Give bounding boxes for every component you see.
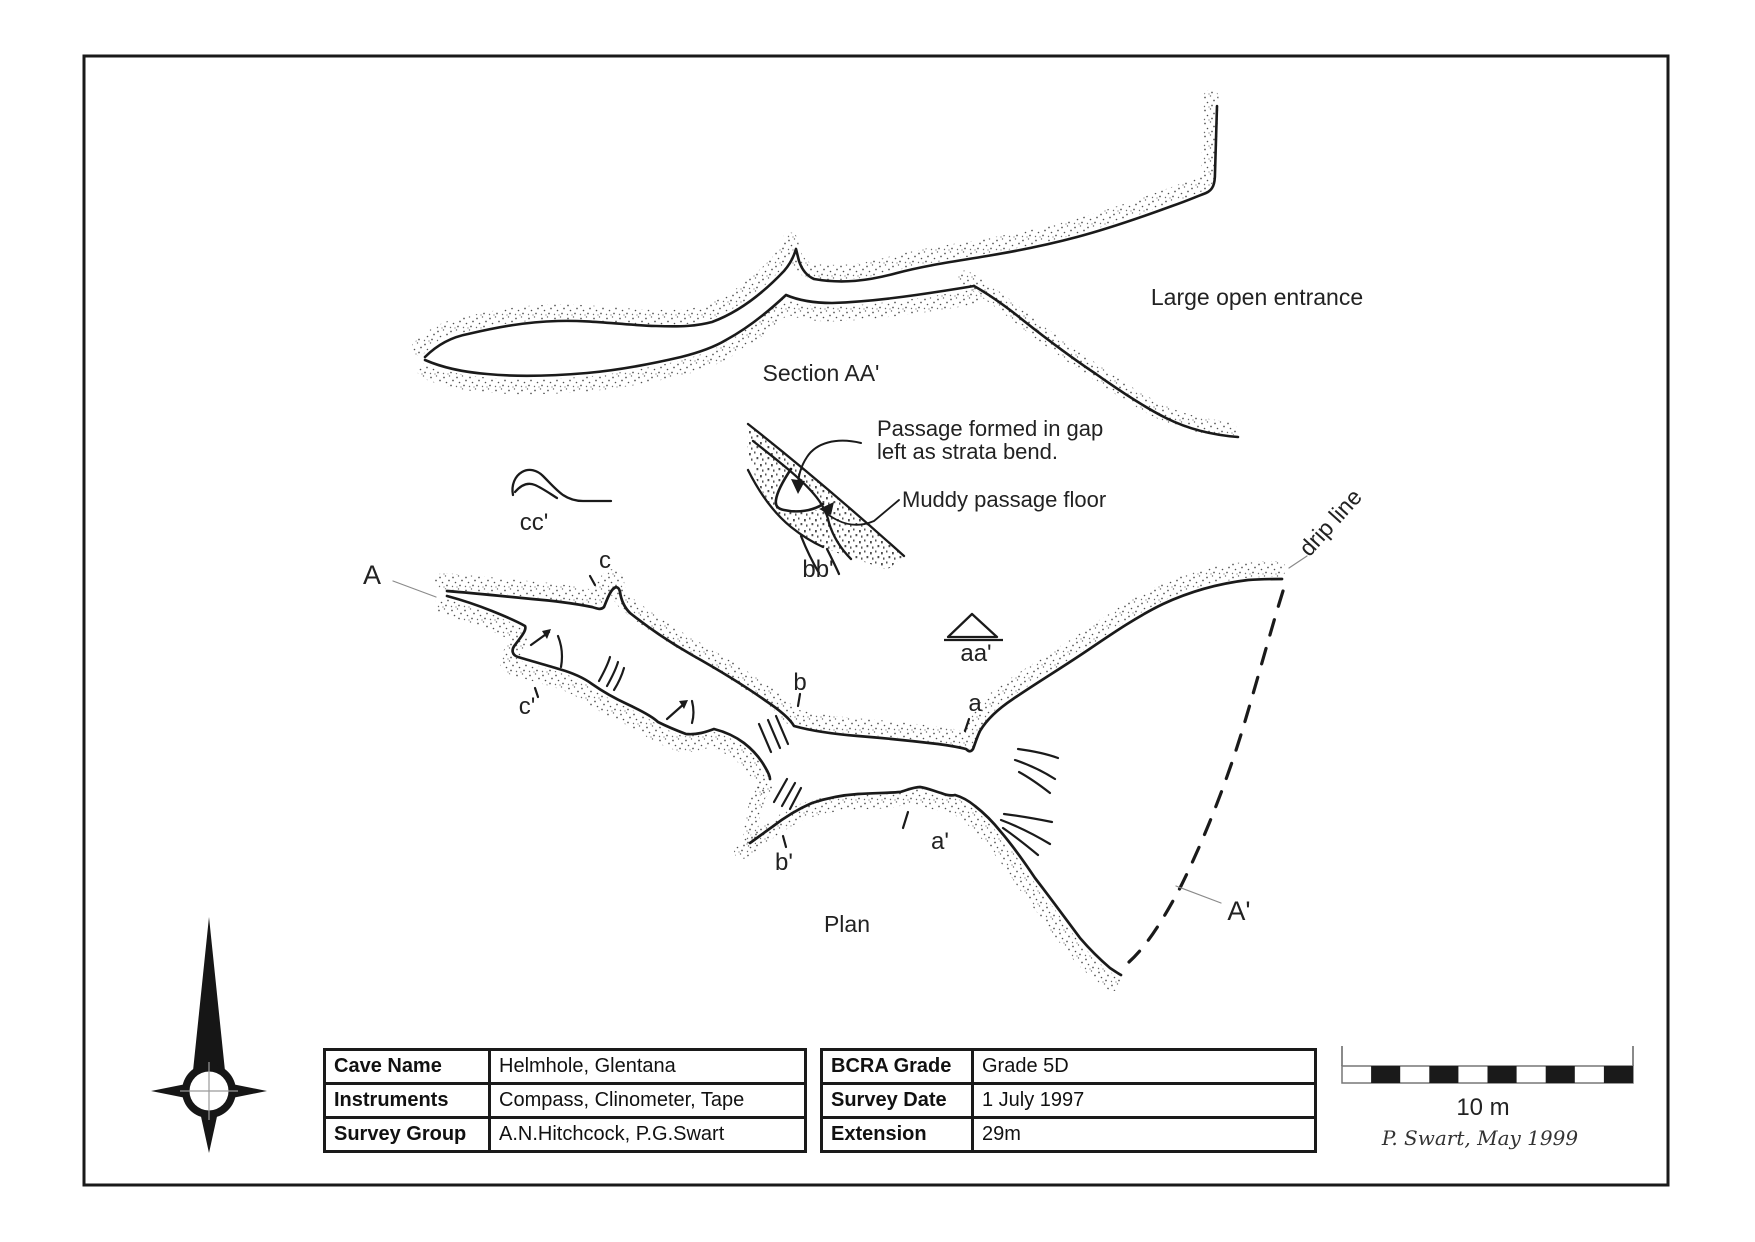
station-b-label: b xyxy=(793,669,806,696)
xsec-bb-label: bb' xyxy=(802,556,833,583)
instruments-label: Instruments xyxy=(323,1082,491,1119)
section-title: Section AA' xyxy=(763,360,880,386)
drip-line-label: drip line xyxy=(1294,484,1367,561)
north-arrow-spike-north xyxy=(193,917,225,1071)
xsec-cc-label: cc' xyxy=(520,509,549,536)
table-row: Survey Group A.N.Hitchcock, P.G.Swart xyxy=(323,1116,807,1153)
muddy-floor-arrow xyxy=(822,499,900,526)
extension-value: 29m xyxy=(971,1116,1317,1153)
scale-segment xyxy=(1487,1066,1517,1083)
cross-section-cc: cc' xyxy=(511,468,613,536)
cave-name-label: Cave Name xyxy=(323,1048,491,1085)
survey-group-value: A.N.Hitchcock, P.G.Swart xyxy=(488,1116,807,1153)
station-c-label: c xyxy=(599,547,611,574)
station-ticks xyxy=(533,574,971,849)
xsec-aa-label: aa' xyxy=(960,640,991,667)
aa-triangle xyxy=(946,612,999,639)
scale-bar: 10 m P. Swart, May 1999 xyxy=(1341,1046,1634,1150)
north-arrow-spike-south xyxy=(200,1112,218,1153)
muddy-floor-arrowhead-icon xyxy=(819,502,834,515)
strata-line-bottom xyxy=(746,468,825,549)
plan-south-wall-stipple xyxy=(742,795,1113,983)
scale-segment xyxy=(1545,1066,1575,1083)
station-a-label: a xyxy=(968,690,982,717)
station-cprime-label: c' xyxy=(519,693,536,720)
scale-segment xyxy=(1371,1066,1401,1083)
large-open-entrance-label: Large open entrance xyxy=(1151,284,1363,310)
survey-group-label: Survey Group xyxy=(323,1116,491,1153)
section-drawing: Section AA' Large open entrance xyxy=(419,97,1363,439)
scale-segment xyxy=(1603,1066,1633,1083)
gap-arrow xyxy=(797,439,862,488)
drip-line-leader xyxy=(1288,555,1308,569)
cave-name-value: Helmhole, Glentana xyxy=(488,1048,807,1085)
scale-label: 10 m xyxy=(1456,1094,1509,1121)
table-row: Instruments Compass, Clinometer, Tape xyxy=(323,1082,807,1119)
survey-date-value: 1 July 1997 xyxy=(971,1082,1317,1119)
annotation-passage-note: Passage formed in gap left as strata ben… xyxy=(877,416,1106,512)
plan-north-wall-stipple xyxy=(443,569,1278,741)
table-row: Survey Date 1 July 1997 xyxy=(820,1082,1317,1119)
strata-tail-1 xyxy=(799,534,821,575)
cross-section-aa: aa' xyxy=(944,612,1003,667)
strata-tail-2 xyxy=(825,547,841,576)
title-block-right: BCRA Grade Grade 5D Survey Date 1 July 1… xyxy=(820,1048,1317,1153)
muddy-floor-label: Muddy passage floor xyxy=(902,487,1106,512)
cross-section-bb: bb' xyxy=(746,422,906,583)
extension-label: Extension xyxy=(820,1116,974,1153)
title-block-left: Cave Name Helmhole, Glentana Instruments… xyxy=(323,1048,807,1153)
bcra-grade-label: BCRA Grade xyxy=(820,1048,974,1085)
plan-nw-south-wall-stipple xyxy=(442,606,765,789)
station-Aprime-leader xyxy=(1175,885,1222,904)
station-Aprime-label: A' xyxy=(1227,896,1250,926)
cc-outline xyxy=(511,468,613,503)
plan-title: Plan xyxy=(824,911,870,937)
credit-text: P. Swart, May 1999 xyxy=(1381,1126,1578,1150)
station-aprime-label: a' xyxy=(931,828,949,855)
station-A-leader xyxy=(392,580,437,598)
strata-line-top xyxy=(746,422,906,558)
passage-floor-line xyxy=(774,467,825,513)
passage-note-line1: Passage formed in gap xyxy=(877,416,1103,441)
sheet-border xyxy=(82,54,1670,1187)
station-A-label: A xyxy=(363,560,381,590)
station-bprime-label: b' xyxy=(775,849,793,876)
table-row: Extension 29m xyxy=(820,1116,1317,1153)
cc-inner-line xyxy=(513,482,559,500)
drip-line-dashed xyxy=(1127,589,1285,964)
scale-segment xyxy=(1429,1066,1459,1083)
bcra-grade-value: Grade 5D xyxy=(971,1048,1317,1085)
strata-band-stipple xyxy=(747,424,904,570)
gap-arrowhead-icon xyxy=(791,479,805,494)
instruments-value: Compass, Clinometer, Tape xyxy=(488,1082,807,1119)
table-row: Cave Name Helmhole, Glentana xyxy=(323,1048,807,1085)
slope-hachures xyxy=(529,629,1060,857)
passage-note-line2: left as strata bend. xyxy=(877,439,1058,464)
north-arrow xyxy=(151,917,267,1153)
table-row: BCRA Grade Grade 5D xyxy=(820,1048,1317,1085)
survey-date-label: Survey Date xyxy=(820,1082,974,1119)
